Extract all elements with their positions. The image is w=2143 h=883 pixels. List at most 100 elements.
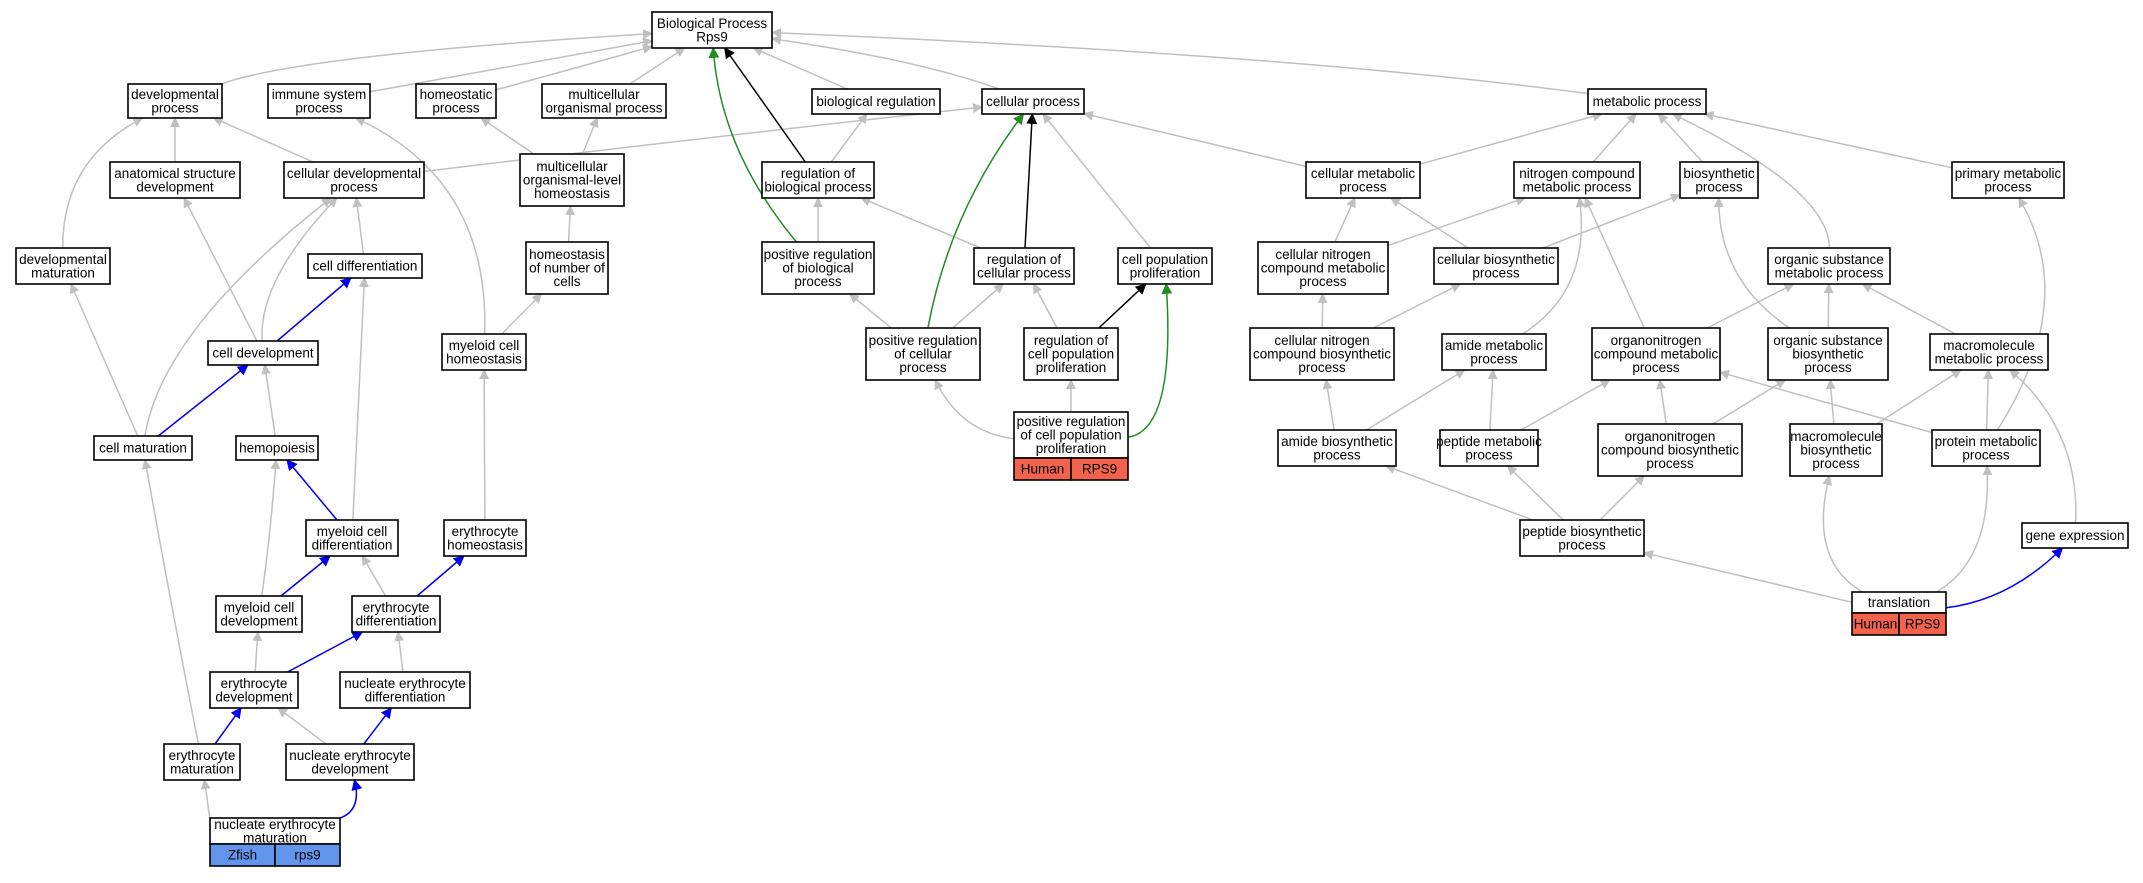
edge-pos_reg_cell-to-reg_cell [952,283,1005,329]
node-label-line: nitrogen compound [1519,166,1635,181]
node-label-line: cell population [1122,252,1208,267]
node-cell_development[interactable]: cell development [207,340,319,366]
node-label-line: homeostasis [529,247,605,262]
node-label-line: process [1695,179,1743,194]
edge-homeo_proc-to-bp [495,44,653,91]
node-hemopoiesis[interactable]: hemopoiesis [235,435,319,461]
edge-nitro_metab-to-metab_proc [1592,113,1637,163]
edge-translation-to-gene_expr [1945,547,2064,609]
node-label-line: metabolic process [1935,351,2044,366]
node-label-line: metabolic process [1523,179,1632,194]
gene-tag-box [1898,612,1947,636]
node-label-line: organonitrogen [1611,333,1702,348]
edge-pos_reg_cell_pop-to-pos_reg_cell [934,379,1015,440]
edge-reg_cell-to-cell_proc [1024,112,1038,249]
node-label-line: positive regulation [764,247,873,262]
node-label-line: metabolic process [1775,265,1884,280]
node-label-line: process [1812,456,1860,471]
node-label-line: organismal-level [523,173,621,188]
node-label-line: cellular developmental [287,166,421,181]
edge-translation-to-protein_metab [1936,465,1993,593]
node-label-line: cellular nitrogen [1274,333,1369,348]
node-bio_reg[interactable]: biological regulation [811,88,941,115]
gene-tag: RPS9 [1905,617,1940,632]
edge-peptide_biosyn-to-peptide_metab [1506,465,1564,521]
node-box [525,241,609,295]
node-label-line: development [136,179,214,194]
node-label-line: organic substance [1773,333,1883,348]
node-label-line: process [295,100,343,115]
node-gene_expr[interactable]: gene expression [2021,522,2129,549]
node-metab_proc[interactable]: metabolic process [1587,88,1707,115]
node-cell_mat[interactable]: cell maturation [93,435,193,461]
edge-multi_homeo-to-homeo_proc [480,117,535,155]
edge-cell_mat-to-cell_development [157,364,249,437]
node-cell_proc[interactable]: cellular process [981,88,1085,115]
node-label-line: homeostatic [420,87,493,102]
node-box [109,161,241,199]
edge-cell_development-to-cell_diff [276,277,352,342]
node-box [519,153,625,207]
edges-layer [62,27,2077,821]
node-box [1433,247,1559,285]
edge-reg_cell_pop-to-cell_pop [1098,283,1147,329]
node-label-line: macromolecule [1790,429,1882,444]
node-label-line: multicellular [536,159,608,174]
node-label-line: Rps9 [696,29,728,44]
node-cell_diff[interactable]: cell differentiation [307,253,423,279]
node-label-line: differentiation [356,613,437,628]
node-label-line: organonitrogen [1625,429,1716,444]
node-label-line: peptide biosynthetic [1522,524,1642,539]
node-box [267,83,371,119]
node-box [209,817,341,845]
node-label-line: myeloid cell [317,524,388,539]
